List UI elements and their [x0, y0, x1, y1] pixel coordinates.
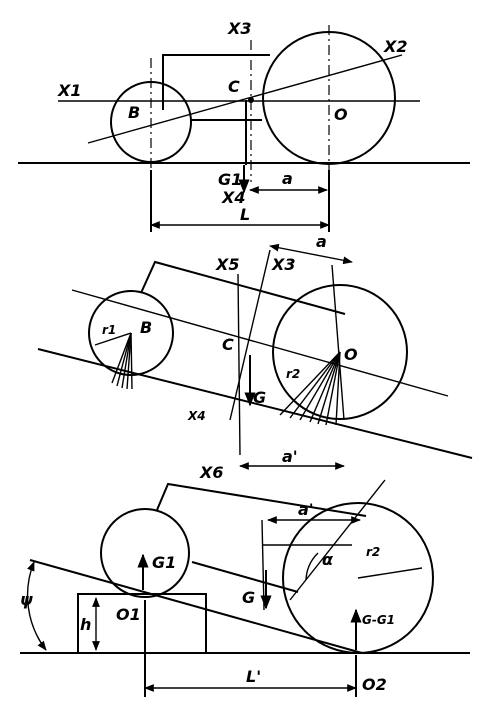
- com-vertical: [261, 519, 265, 611]
- axis-x3: [229, 249, 271, 421]
- axis-x2: [87, 54, 403, 144]
- label-alpha: α: [322, 550, 334, 569]
- middle-diagram: X5 X3 X4 a r1 B C O r2 G a': [37, 232, 473, 470]
- label-l: L: [240, 205, 250, 224]
- label-c: C: [228, 77, 240, 96]
- label-x5: X5: [215, 255, 239, 274]
- label-psi: ψ: [20, 590, 33, 609]
- front-wheel: [100, 508, 190, 598]
- frame-outline: [162, 54, 270, 110]
- rear-wheel-load-fan: [279, 351, 341, 426]
- angle-psi-arc: [26, 561, 47, 651]
- bottom-diagram: X6 a' G1 α r2 h O1 G G-G1 ψ L' O2: [20, 463, 470, 697]
- label-g-minus-g1: G-G1: [362, 613, 395, 627]
- angle-alpha-arc: [305, 552, 319, 581]
- front-wheel-load-fan: [94, 332, 133, 390]
- support-block: [77, 593, 207, 654]
- dim-a: [269, 243, 353, 265]
- label-r2: r2: [366, 545, 380, 559]
- label-x2: X2: [383, 37, 407, 56]
- label-a: a: [282, 169, 293, 188]
- label-x6: X6: [199, 463, 223, 482]
- label-h: h: [80, 615, 91, 634]
- label-a-prime: a': [282, 447, 298, 466]
- front-wheel: [88, 290, 174, 376]
- label-x3: X3: [271, 255, 295, 274]
- rear-wheel: [272, 284, 408, 420]
- top-diagram: X1 X2 X3 X4 B C O G1 a L: [18, 19, 470, 232]
- frame-link: [191, 561, 299, 593]
- frame-outline: [156, 482, 367, 517]
- label-b: B: [128, 103, 140, 122]
- label-g1: G1: [218, 170, 242, 189]
- label-o: O: [334, 105, 348, 124]
- label-o1: O1: [116, 605, 141, 624]
- rear-wheel-radius: [357, 567, 423, 579]
- label-g1: G1: [152, 553, 176, 572]
- label-r2: r2: [286, 367, 300, 381]
- label-x4: X4: [221, 188, 245, 207]
- incline-axis: [289, 479, 386, 601]
- label-o: O: [344, 345, 358, 364]
- label-b: B: [140, 318, 152, 337]
- label-g: G: [242, 588, 255, 607]
- label-c: C: [222, 335, 234, 354]
- frame-outline: [140, 260, 346, 315]
- label-o2: O2: [362, 675, 387, 694]
- label-g: G: [253, 388, 266, 407]
- axis-x5: [237, 273, 241, 456]
- label-a-prime: a': [298, 500, 314, 519]
- label-x4: X4: [187, 409, 206, 423]
- label-a: a: [316, 232, 327, 251]
- rear-wheel: [282, 502, 434, 654]
- axis-rear-vertical: [331, 264, 345, 421]
- incline-parallel-line: [71, 289, 449, 397]
- label-l-prime: L': [246, 667, 261, 686]
- label-x1: X1: [57, 81, 81, 100]
- center-of-mass: [248, 97, 254, 103]
- label-r1: r1: [102, 323, 116, 337]
- incline-line: [29, 559, 363, 654]
- label-x3: X3: [227, 19, 251, 38]
